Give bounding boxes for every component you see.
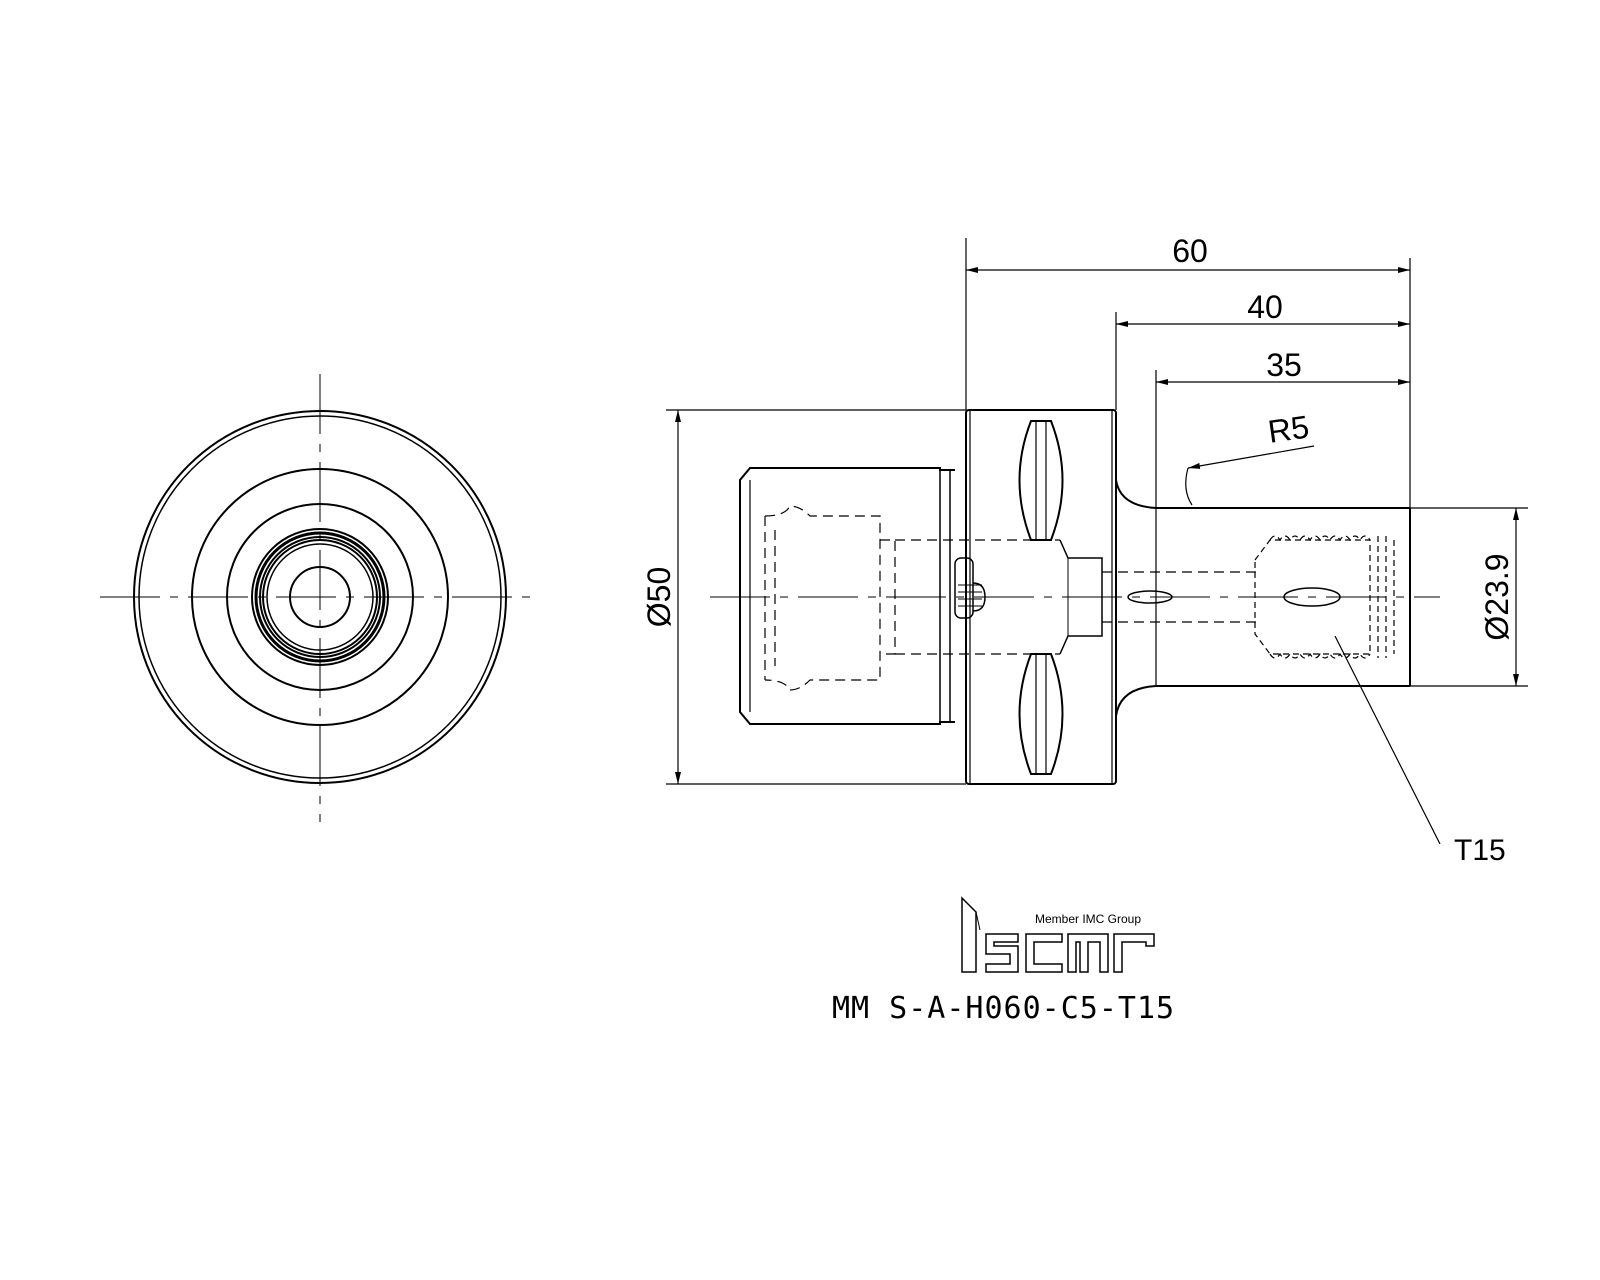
logo-swoosh	[961, 897, 981, 931]
screw-hidden-thread	[1254, 535, 1395, 659]
logo-glyph-c	[1025, 933, 1063, 973]
outer-flange-chamfer-circle	[138, 415, 502, 779]
part-number: MM S-A-H060-C5-T15	[832, 991, 1175, 1026]
leader-t15	[1334, 635, 1441, 845]
drive-slot-bottom	[1018, 653, 1064, 775]
flange-internal-neck	[1059, 539, 1103, 655]
inner-ring-circle	[226, 503, 414, 691]
dim-60-label: 60	[1172, 233, 1208, 269]
dimensions	[666, 238, 1528, 845]
front-view	[100, 374, 538, 822]
pilot-body	[739, 467, 955, 725]
logo-glyph-i	[961, 896, 977, 973]
bore-circle	[289, 566, 351, 628]
logo-glyph-a	[1067, 933, 1109, 973]
shank-hidden-bore	[1102, 571, 1260, 623]
dim-r5-label: R5	[1266, 408, 1312, 449]
thread-circle-3	[262, 539, 378, 655]
leader-r5	[1187, 445, 1315, 469]
logo-glyph-s	[985, 933, 1019, 973]
thread-circle-1	[254, 531, 386, 663]
thread-circle-2	[259, 536, 381, 658]
cross-pin	[954, 557, 986, 619]
fillet-top	[1115, 479, 1157, 509]
outer-flange-circle	[133, 410, 507, 784]
coolant-slot-right	[1283, 587, 1341, 607]
logo-glyph-r	[1113, 933, 1155, 973]
dim-35-label: 35	[1266, 347, 1302, 383]
screw-callout-label: T15	[1454, 834, 1506, 867]
dim-d23-label: Ø23.9	[1479, 553, 1515, 640]
side-view	[710, 409, 1440, 785]
flange-body	[965, 409, 1117, 785]
dim-40-label: 40	[1247, 289, 1283, 325]
drive-slot-top	[1018, 420, 1064, 541]
leader-r5-arc	[1185, 467, 1193, 506]
dim-d50-label: Ø50	[641, 567, 677, 627]
mid-ring-circle	[191, 468, 449, 726]
iscar-logo	[961, 896, 1155, 973]
fillet-bottom	[1115, 685, 1157, 717]
pilot-hidden-bore	[764, 505, 1060, 691]
thread-circle-4	[266, 543, 374, 651]
thread-outer-circle	[251, 528, 389, 666]
member-imc-text: Member IMC Group	[1035, 912, 1141, 926]
coolant-slot-left	[1127, 590, 1173, 604]
